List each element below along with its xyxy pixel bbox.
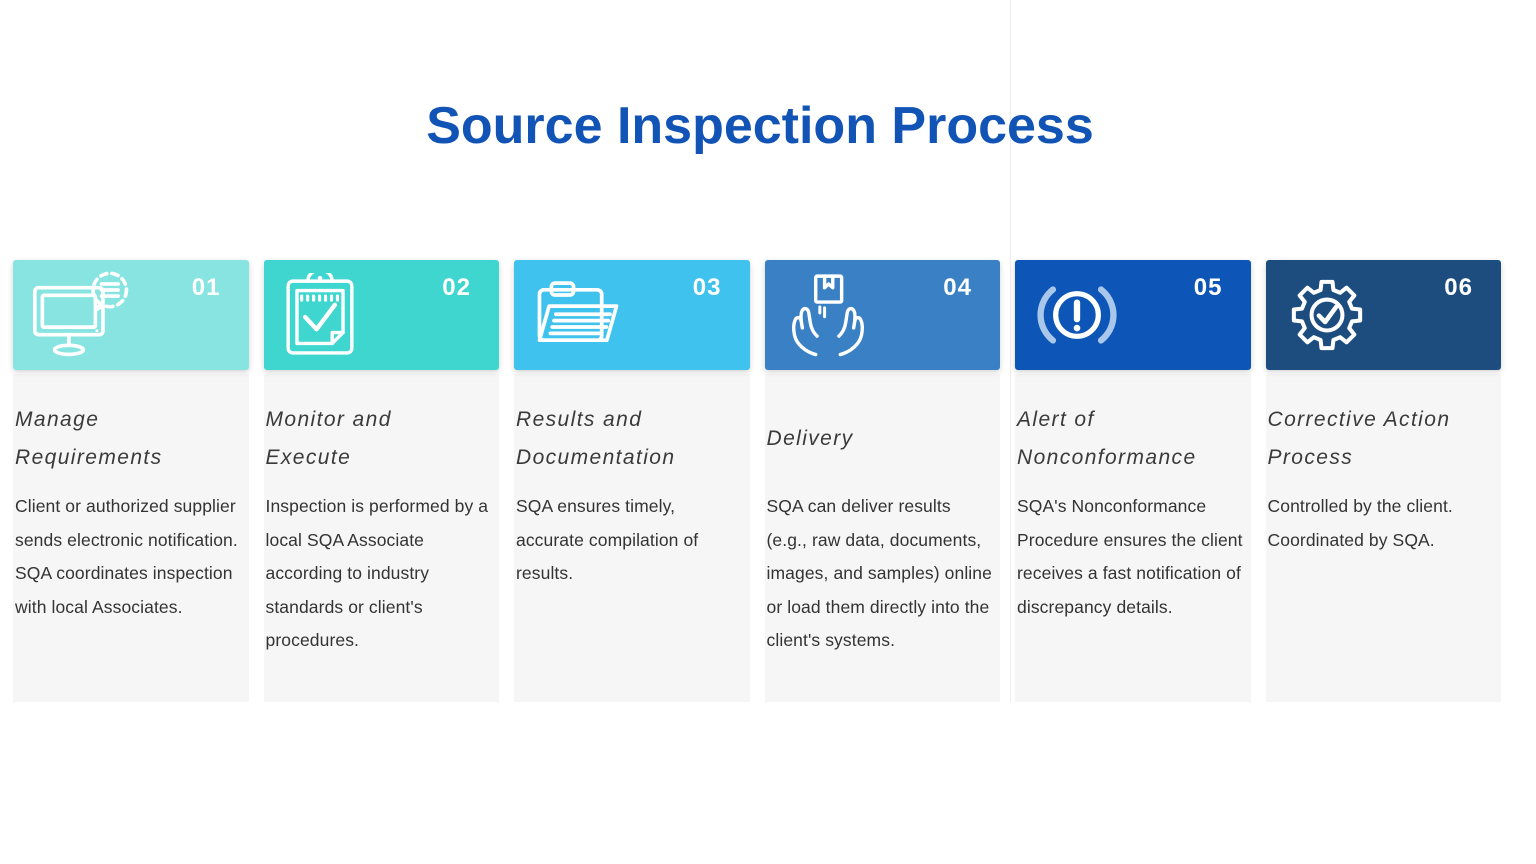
step-description: SQA can deliver results (e.g., raw data,… [766, 496, 992, 650]
icon-slot [31, 271, 131, 359]
card-header: 03 [514, 260, 750, 370]
step-number: 06 [1444, 274, 1473, 301]
step-number: 01 [191, 274, 221, 301]
card-body: Alert of Nonconformance SQA's Nonconform… [1015, 374, 1251, 702]
process-step-card: 03 Results and Documentation SQA ensures… [514, 260, 750, 702]
slide-divider-line [1010, 0, 1011, 702]
card-body: Monitor and Execute Inspection is perfor… [263, 374, 499, 702]
step-title: Monitor and Execute [265, 408, 392, 469]
brake-alert-icon [1037, 286, 1117, 344]
step-number: 02 [442, 274, 471, 301]
step-description: SQA's Nonconformance Procedure ensures t… [1017, 496, 1243, 617]
step-description: Controlled by the client. Coordinated by… [1267, 496, 1453, 550]
card-header: 06 [1265, 260, 1501, 370]
process-step-card: 06 Corrective Action Process Controlled … [1265, 260, 1501, 702]
step-title: Results and Documentation [516, 408, 676, 469]
process-step-card: 05 Alert of Nonconformance SQA's Nonconf… [1015, 260, 1251, 702]
card-body: Corrective Action Process Controlled by … [1265, 374, 1501, 702]
process-steps-row: 01 Manage Requirements Client or authori… [13, 260, 1501, 702]
card-header: 02 [263, 260, 499, 370]
page-title: Source Inspection Process [426, 97, 1094, 155]
step-description: Inspection is performed by a local SQA A… [265, 496, 489, 650]
step-description: Client or authorized supplier sends elec… [15, 496, 238, 617]
step-number: 04 [943, 274, 972, 301]
card-header: 01 [13, 260, 249, 370]
icon-slot [532, 275, 624, 355]
icon-slot [1284, 272, 1370, 358]
step-title: Delivery [766, 427, 854, 450]
process-step-card: 01 Manage Requirements Client or authori… [13, 260, 249, 702]
step-number: 03 [692, 274, 722, 301]
gear-check-icon [1291, 279, 1362, 351]
icon-slot [783, 271, 873, 359]
icon-slot [1033, 271, 1121, 359]
step-number: 05 [1193, 274, 1223, 301]
step-title: Alert of Nonconformance [1017, 408, 1197, 469]
card-body: Manage Requirements Client or authorized… [13, 374, 249, 702]
card-header: 04 [764, 260, 1000, 370]
card-body: Delivery SQA can deliver results (e.g., … [764, 374, 1000, 702]
card-body: Results and Documentation SQA ensures ti… [514, 374, 750, 702]
process-step-card: 02 Monitor and Execute Inspection is per… [263, 260, 499, 702]
step-description: SQA ensures timely, accurate compilation… [516, 496, 699, 583]
hands-package-icon [791, 274, 864, 357]
step-title: Manage Requirements [15, 408, 163, 469]
card-header: 05 [1015, 260, 1251, 370]
icon-slot [282, 273, 358, 357]
monitor-notification-icon [32, 271, 129, 357]
clipboard-check-icon [285, 273, 354, 355]
step-title: Corrective Action Process [1267, 408, 1451, 469]
process-step-card: 04 Delivery SQA can deliver results (e.g… [764, 260, 1000, 702]
folder-documents-icon [537, 281, 619, 343]
